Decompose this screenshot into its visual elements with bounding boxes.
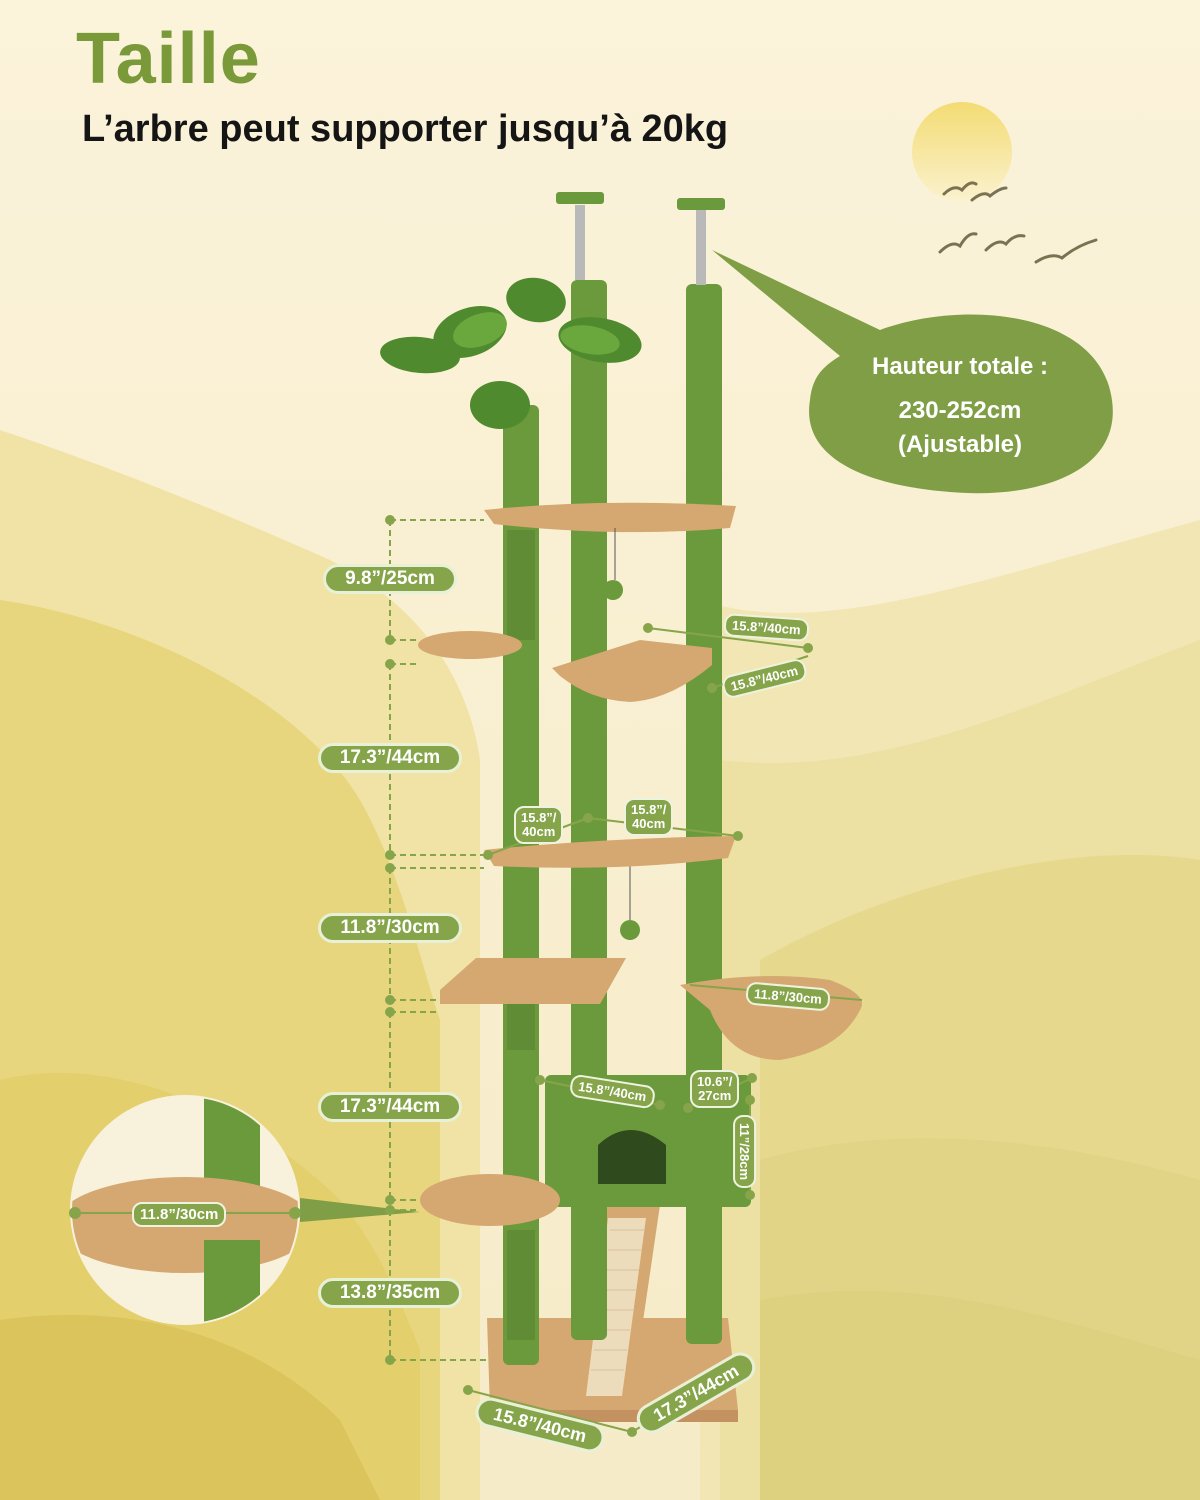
callout-line-3: (Ajustable) [897, 431, 1022, 458]
spacing-label-5: 13.8”/35cm [318, 1278, 462, 1308]
height-callout: Hauteur totale : 230-252cm (Ajustable) [810, 335, 1110, 485]
spacing-label-3: 11.8”/30cm [318, 913, 462, 943]
callout-line-1: Hauteur totale : [871, 353, 1048, 380]
mid-platform-label-b-line1: 15.8”/ [631, 802, 667, 817]
mid-platform-label-a-line2: 40cm [522, 824, 556, 839]
birds-icon [938, 181, 1098, 264]
sun-icon [912, 102, 1012, 202]
callout-bubble [712, 250, 1113, 494]
page-title: Taille [76, 19, 261, 99]
round-platform-label: 11.8”/30cm [132, 1202, 227, 1227]
callout-line-2: 230-252cm [898, 397, 1022, 424]
spacing-label-2: 17.3”/44cm [318, 743, 462, 773]
condo-height-label: 11”/28cm [733, 1114, 757, 1189]
mid-platform-label-b: 15.8”/ 40cm [624, 798, 674, 836]
spacing-label-1: 9.8”/25cm [323, 564, 457, 594]
mid-platform-label-a: 15.8”/ 40cm [514, 806, 564, 844]
condo-depth-label-line2: 27cm [698, 1088, 732, 1103]
condo-depth-label: 10.6”/ 27cm [690, 1070, 740, 1108]
mid-platform-label-b-line2: 40cm [632, 816, 666, 831]
mid-platform-label-a-line1: 15.8”/ [521, 810, 557, 825]
cat-tree-illustration [70, 192, 862, 1422]
page-subtitle: L’arbre peut supporter jusqu’à 20kg [82, 108, 729, 150]
spacing-label-4: 17.3”/44cm [318, 1092, 462, 1122]
condo-depth-label-line1: 10.6”/ [697, 1074, 733, 1089]
